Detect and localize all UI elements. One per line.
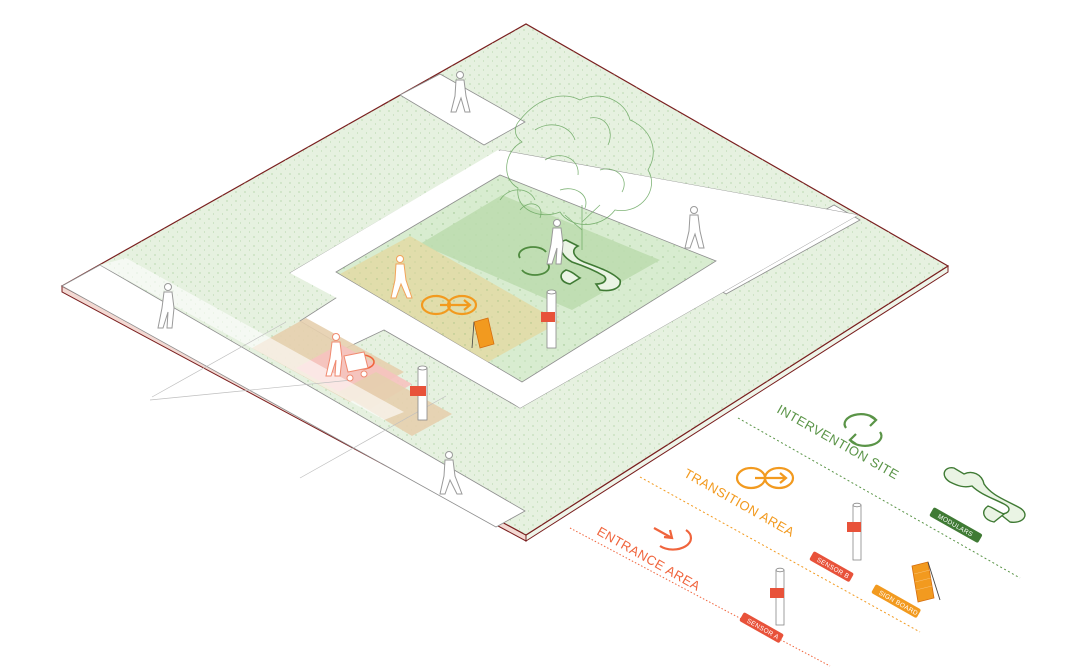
pedestrian-plaza [546, 219, 564, 265]
pedestrian-bottom [439, 451, 463, 495]
svg-text:MODULARS: MODULARS [936, 513, 974, 539]
plaza-sensor-pole [541, 289, 557, 349]
legend-guides [569, 417, 1021, 667]
pedestrian-left [157, 283, 175, 329]
pedestrian-figures [157, 71, 705, 495]
pedestrian-stroller [325, 333, 369, 382]
legend-modulars-tag: MODULARS [929, 507, 983, 543]
plaza-cycle-icon [518, 246, 550, 276]
cycle-arrows-icon [843, 413, 883, 447]
legend-sign-board-tag: SIGN BOARD [871, 584, 921, 618]
legend-sensor-b-icon [847, 502, 862, 561]
double-arrow-circle-icon [735, 466, 795, 490]
legend-modulars-icon [943, 467, 1026, 523]
legend-sensor-a-icon [770, 567, 785, 626]
legend-entrance-area-label: ENTRANCE AREA [595, 524, 704, 594]
pedestrian-right [684, 206, 705, 249]
arrow-circle-icon [653, 527, 693, 551]
tree-icon [499, 95, 654, 250]
entrance-sensor-pole [410, 365, 428, 421]
pedestrian-top [450, 71, 471, 113]
plaza-sign-board [471, 317, 495, 349]
legend-transition-area-label: TRANSITION AREA [682, 466, 798, 540]
legend-sign-board-icon [911, 561, 941, 603]
legend-sensor-b-tag: SENSOR B [809, 551, 854, 582]
plaza-transition-icon [420, 294, 478, 316]
intervention-site-zone [335, 174, 717, 383]
modular-seating [559, 239, 622, 292]
legend-intervention-site-label: INTERVENTION SITE [775, 402, 902, 483]
svg-text:SIGN BOARD: SIGN BOARD [877, 590, 919, 618]
pedestrian-transition [390, 255, 413, 299]
